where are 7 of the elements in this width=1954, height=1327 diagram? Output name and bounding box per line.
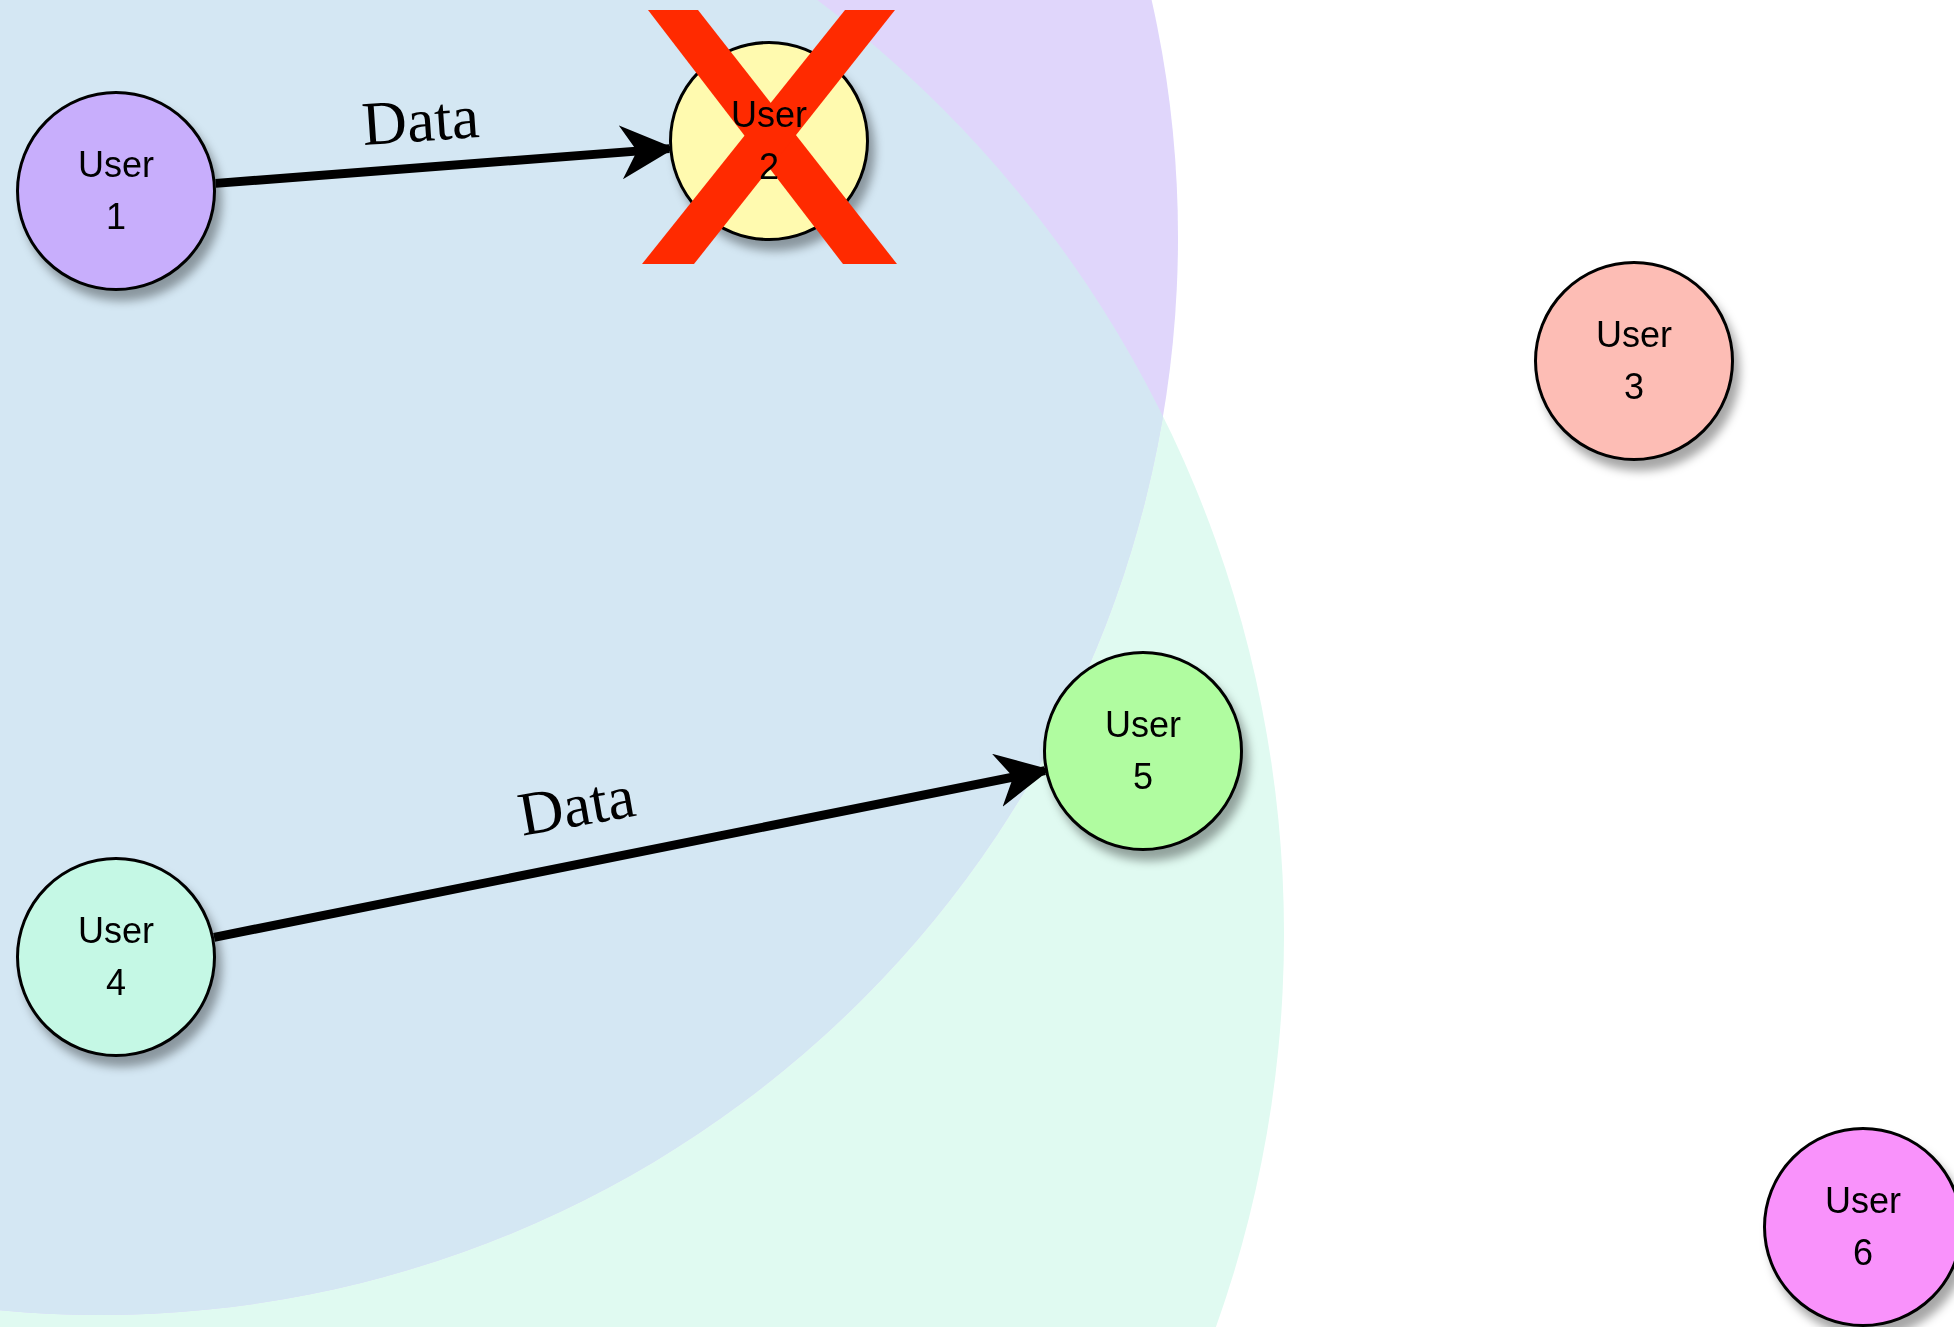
user-label: User 3 — [1595, 312, 1673, 409]
edge-label: Data — [512, 759, 640, 851]
user-label: User 4 — [77, 908, 155, 1005]
user-label: User 5 — [1104, 702, 1182, 799]
user-label: User 6 — [1824, 1178, 1902, 1275]
edge-label: Data — [359, 80, 481, 160]
user-label: User 1 — [77, 142, 155, 239]
